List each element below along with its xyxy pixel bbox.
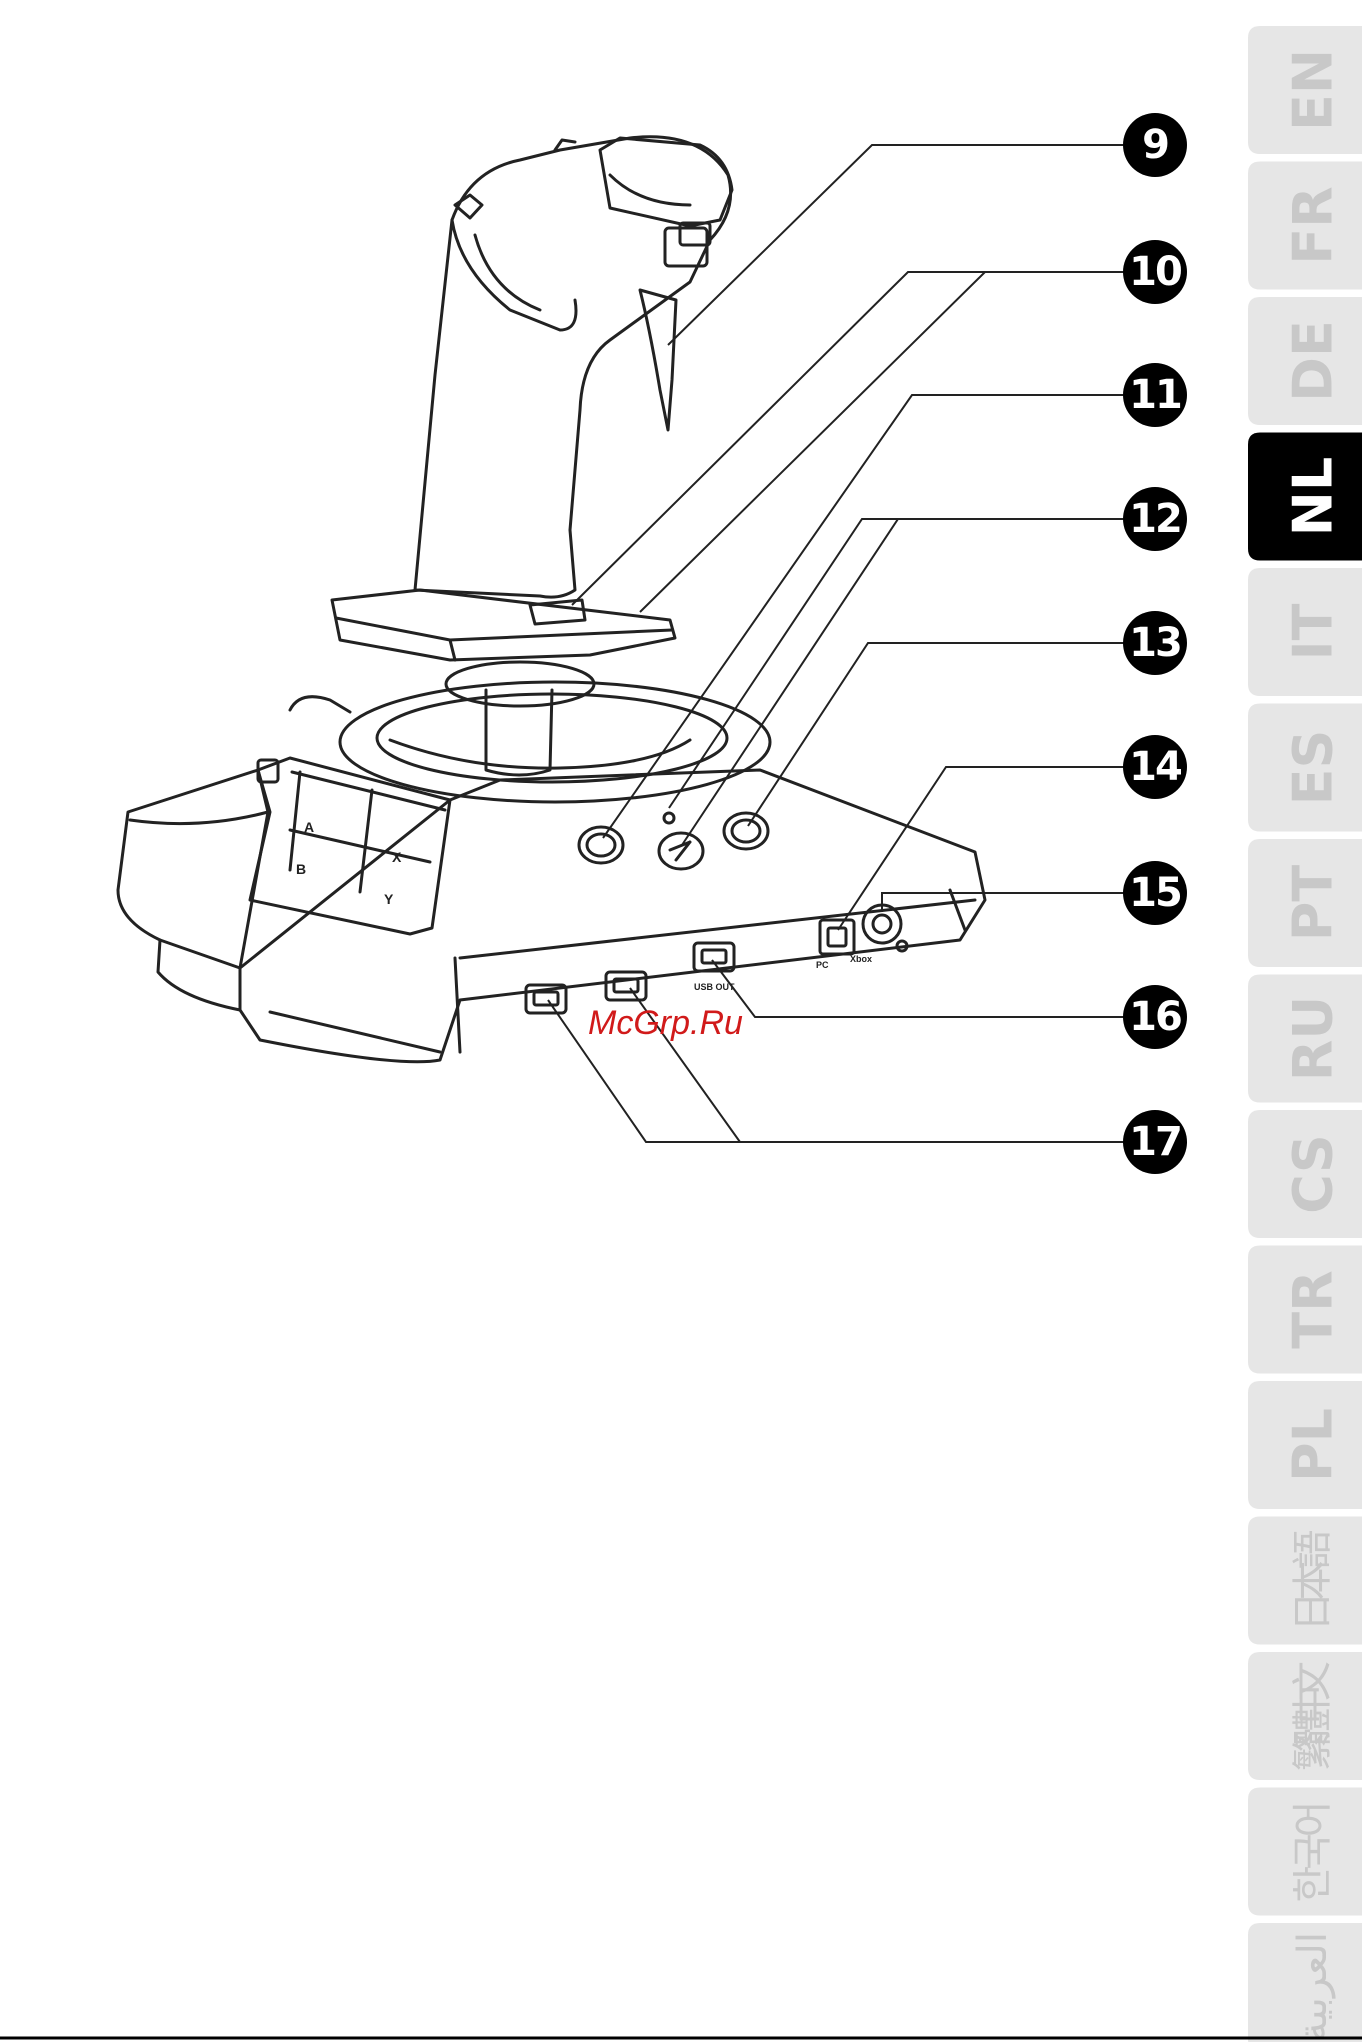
abxy-panel (250, 758, 450, 934)
callout-badges: 9 10 11 12 13 14 15 16 (1123, 113, 1187, 1174)
joystick-illustration: A B X Y (118, 137, 985, 1062)
leader-lines (548, 145, 1155, 1142)
callout-11: 11 (1123, 363, 1187, 427)
language-tab-label: EN (1282, 49, 1345, 131)
pc-label: PC (816, 960, 829, 970)
boot-plate (332, 590, 675, 660)
front-button-12 (659, 833, 703, 869)
svg-text:14: 14 (1129, 744, 1181, 790)
callout-9: 9 (1123, 113, 1187, 177)
button-b-label: B (296, 861, 306, 877)
language-tab-11[interactable]: 日本語 (1248, 1517, 1362, 1645)
stick-shaft (486, 690, 552, 775)
language-tab-label: العربية (1290, 1932, 1336, 2042)
base-left-wing (118, 770, 268, 968)
usb-port-2 (606, 972, 646, 1000)
language-tab-9[interactable]: TR (1248, 1246, 1362, 1374)
callout-17: 17 (1123, 1110, 1187, 1174)
language-tab-label: PT (1282, 865, 1345, 942)
language-tab-label: CS (1282, 1134, 1345, 1214)
language-tab-6[interactable]: PT (1248, 839, 1362, 967)
base-left-wing-lower (158, 940, 240, 1010)
leader-10b (640, 272, 1155, 612)
language-tab-14[interactable]: العربية (1248, 1923, 1362, 2042)
svg-text:9: 9 (1142, 122, 1168, 168)
button-a-label: A (304, 819, 314, 835)
language-tab-label: FR (1282, 186, 1345, 264)
language-tab-7[interactable]: RU (1248, 975, 1362, 1103)
callout-16: 16 (1123, 985, 1187, 1049)
callout-10: 10 (1123, 240, 1187, 304)
svg-text:17: 17 (1129, 1119, 1181, 1165)
language-tab-label: DE (1282, 320, 1345, 402)
language-tab-1[interactable]: FR (1248, 162, 1362, 290)
leader-16 (712, 960, 1155, 1017)
language-tab-8[interactable]: CS (1248, 1110, 1362, 1238)
callout-14: 14 (1123, 735, 1187, 799)
leader-13 (748, 643, 1155, 826)
leader-10a (572, 272, 1155, 605)
svg-text:16: 16 (1129, 994, 1181, 1040)
button-x-label: X (392, 849, 402, 865)
svg-text:13: 13 (1129, 620, 1181, 666)
gimbal-ring (340, 682, 770, 802)
leader-9 (668, 145, 1155, 345)
language-tab-label: NL (1282, 457, 1345, 537)
language-tab-label: RU (1282, 996, 1345, 1081)
leader-15 (882, 893, 1155, 912)
language-tab-3[interactable]: NL (1248, 433, 1362, 561)
language-tab-13[interactable]: 한국어 (1248, 1788, 1362, 1916)
status-led (664, 813, 674, 823)
language-tab-5[interactable]: ES (1248, 704, 1362, 832)
language-tab-2[interactable]: DE (1248, 297, 1362, 425)
svg-text:15: 15 (1129, 870, 1181, 916)
language-tab-label: PL (1282, 1408, 1345, 1482)
callout-12: 12 (1123, 487, 1187, 551)
language-tab-12[interactable]: 繁體中文 (1248, 1652, 1362, 1780)
svg-text:12: 12 (1129, 496, 1181, 542)
language-tab-4[interactable]: IT (1248, 568, 1362, 696)
language-tab-label: 한국어 (1290, 1801, 1336, 1903)
callout-15: 15 (1123, 861, 1187, 925)
trigger (640, 290, 676, 430)
language-tab-label: IT (1282, 603, 1345, 660)
pc-xbox-switch (820, 920, 854, 954)
language-tab-label: ES (1282, 730, 1345, 806)
callout-13: 13 (1123, 611, 1187, 675)
leader-12a (669, 519, 1155, 808)
language-tab-0[interactable]: EN (1248, 26, 1362, 154)
svg-text:10: 10 (1129, 249, 1181, 295)
svg-text:11: 11 (1129, 372, 1181, 418)
language-tab-label: TR (1282, 1270, 1345, 1348)
button-y-label: Y (384, 891, 394, 907)
xbox-label: Xbox (850, 954, 872, 964)
language-tab-label: 日本語 (1290, 1530, 1336, 1632)
language-tab-label: 繁體中文 (1290, 1661, 1336, 1771)
watermark: McGrp.Ru (588, 1004, 743, 1042)
language-tab-10[interactable]: PL (1248, 1381, 1362, 1509)
